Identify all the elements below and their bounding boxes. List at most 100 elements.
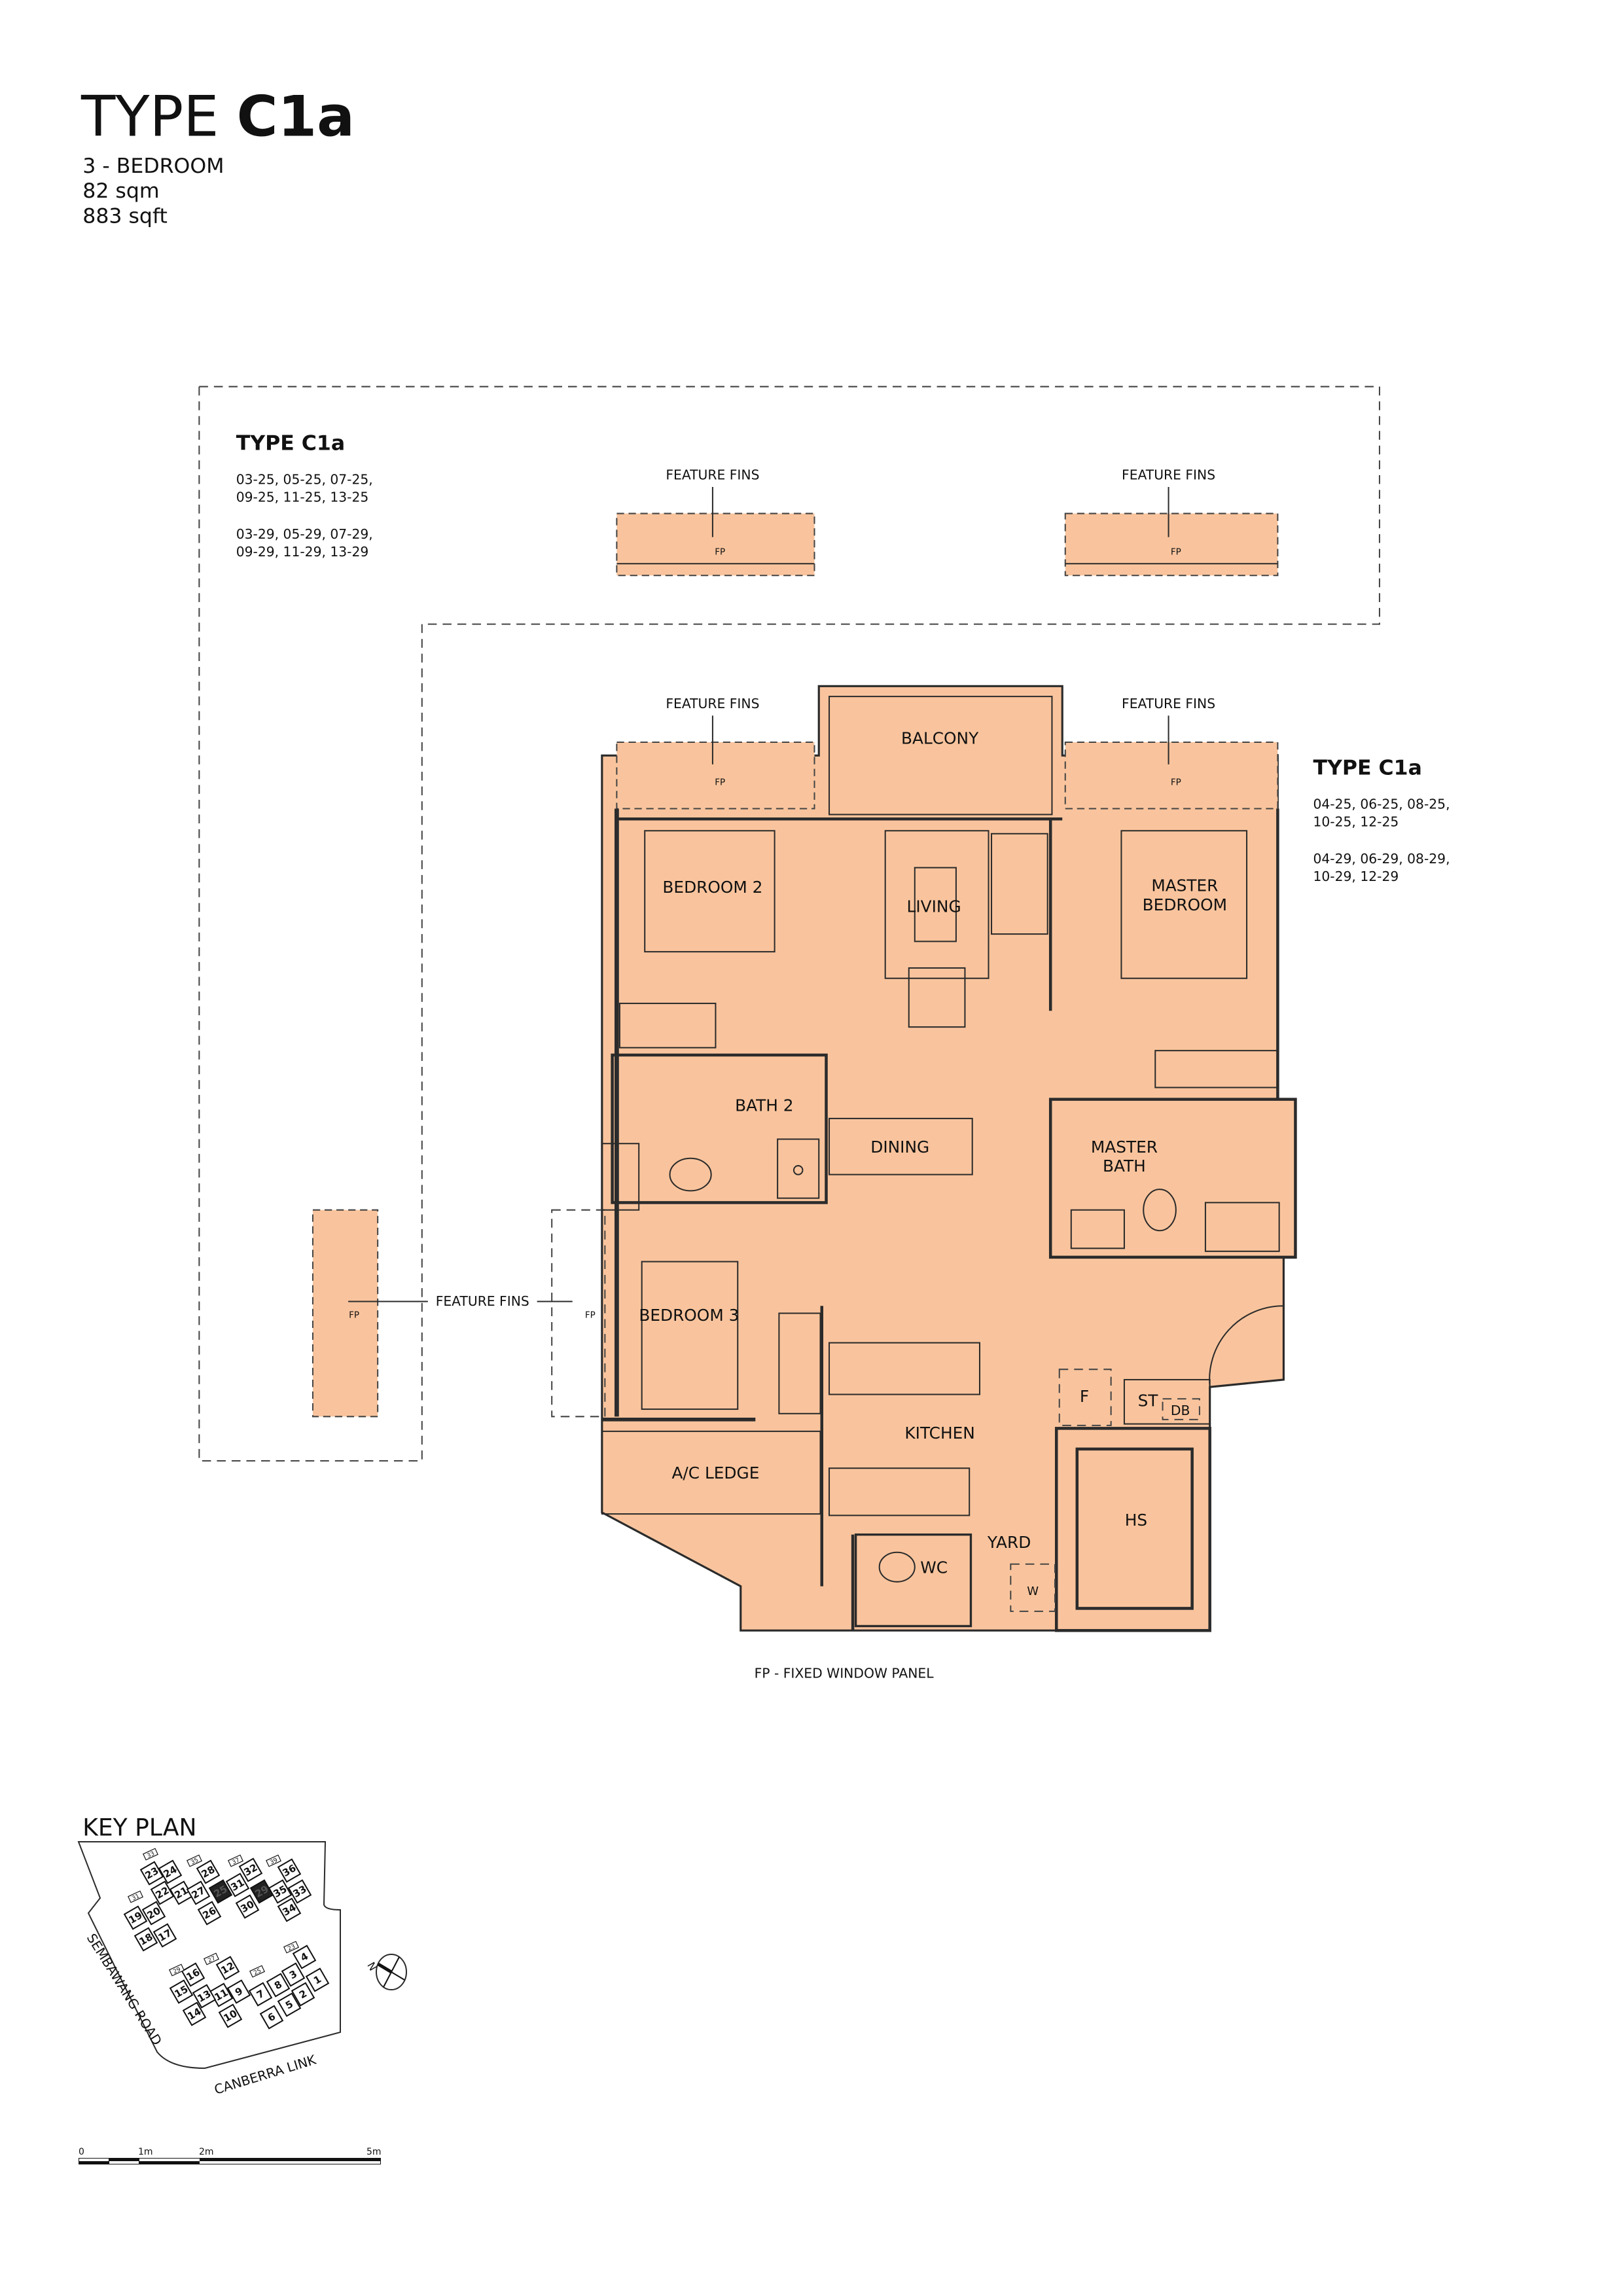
unit-list-right: TYPE C1a 04-25, 06-25, 08-25, 10-25, 12-… bbox=[1313, 757, 1450, 884]
key-plan-block bbox=[150, 1880, 175, 1905]
bedroom-count: 3 - BEDROOM bbox=[82, 154, 224, 178]
key-plan-block-tag-label: 29 bbox=[172, 1966, 182, 1975]
svg-text:09-25, 11-25, 13-25: 09-25, 11-25, 13-25 bbox=[236, 490, 369, 505]
stack-outline bbox=[198, 386, 1380, 1462]
key-plan-block bbox=[268, 1879, 293, 1904]
balcony bbox=[829, 696, 1053, 816]
key-plan-title: KEY PLAN bbox=[82, 1814, 196, 1842]
key-plan-block-tag bbox=[249, 1965, 265, 1978]
key-plan-block-tag bbox=[204, 1952, 219, 1965]
svg-text:BATH 2: BATH 2 bbox=[735, 1096, 793, 1115]
svg-text:TYPE C1a: TYPE C1a bbox=[236, 432, 345, 456]
key-plan-block-tag-label: 31 bbox=[131, 1893, 141, 1902]
key-plan-block-tag-label: 39 bbox=[269, 1857, 279, 1866]
feature-fins-left: FP FP FEATURE FINS bbox=[312, 1209, 606, 1418]
svg-text:FEATURE FINS: FEATURE FINS bbox=[436, 1293, 529, 1309]
svg-text:DINING: DINING bbox=[870, 1138, 929, 1157]
key-plan-block bbox=[259, 2005, 284, 2030]
svg-text:10-25, 12-25: 10-25, 12-25 bbox=[1313, 814, 1399, 830]
key-plan-block bbox=[134, 1927, 158, 1952]
key-plan-block bbox=[238, 1857, 263, 1882]
key-plan-block-tag-label: 25 bbox=[253, 1967, 262, 1977]
svg-text:FP: FP bbox=[715, 777, 725, 787]
key-plan-block-tag bbox=[169, 1964, 185, 1977]
key-plan-block bbox=[235, 1894, 260, 1919]
key-plan-block-tag bbox=[283, 1941, 299, 1954]
key-plan-block bbox=[226, 1979, 251, 2004]
svg-text:MASTER: MASTER bbox=[1091, 1138, 1158, 1157]
key-plan-block bbox=[152, 1923, 177, 1948]
area-sqft: 883 sqft bbox=[82, 204, 168, 228]
road-label-canberra: CANBERRA LINK bbox=[212, 2051, 318, 2097]
key-plan-block bbox=[248, 1982, 273, 2007]
unit-list-left: TYPE C1a 03-25, 05-25, 07-25, 09-25, 11-… bbox=[236, 432, 373, 560]
svg-text:03-29, 05-29, 07-29,: 03-29, 05-29, 07-29, bbox=[236, 526, 373, 542]
key-plan-block bbox=[196, 1859, 221, 1884]
site-boundary bbox=[77, 1841, 341, 2070]
key-plan-block bbox=[281, 1962, 306, 1987]
svg-text:2m: 2m bbox=[199, 2147, 214, 2157]
key-plan-block bbox=[266, 1973, 291, 1998]
key-plan-block bbox=[277, 1897, 302, 1922]
svg-text:N: N bbox=[365, 1960, 379, 1973]
svg-text:F: F bbox=[1080, 1387, 1089, 1406]
svg-text:W: W bbox=[1027, 1585, 1039, 1598]
key-plan-block bbox=[287, 1879, 312, 1904]
key-plan-block bbox=[277, 1858, 302, 1883]
svg-text:04-25, 06-25, 08-25,: 04-25, 06-25, 08-25, bbox=[1313, 796, 1450, 812]
key-plan-block-tag bbox=[128, 1890, 143, 1903]
key-plan-block bbox=[277, 1992, 302, 2017]
key-plan-block bbox=[181, 1962, 205, 1987]
furniture bbox=[601, 830, 1280, 1632]
key-plan-block-tag bbox=[187, 1854, 202, 1867]
key-plan-block bbox=[225, 1873, 250, 1897]
svg-text:LIVING: LIVING bbox=[907, 897, 961, 916]
key-plan-block-tag-label: 35 bbox=[190, 1857, 200, 1866]
svg-text:04-29, 06-29, 08-29,: 04-29, 06-29, 08-29, bbox=[1313, 851, 1450, 867]
svg-text:FP: FP bbox=[1171, 547, 1181, 558]
key-plan-block bbox=[291, 1982, 315, 2007]
svg-text:A/C LEDGE: A/C LEDGE bbox=[671, 1463, 759, 1482]
type-title: TYPE C1a bbox=[80, 84, 355, 149]
svg-text:FEATURE FINS: FEATURE FINS bbox=[666, 696, 759, 711]
svg-text:03-25, 05-25, 07-25,: 03-25, 05-25, 07-25, bbox=[236, 471, 373, 487]
svg-text:BATH: BATH bbox=[1103, 1157, 1146, 1175]
svg-text:1m: 1m bbox=[138, 2147, 153, 2157]
key-plan-block bbox=[218, 2003, 243, 2028]
svg-text:BEDROOM: BEDROOM bbox=[1143, 895, 1227, 914]
svg-text:TYPE C1a: TYPE C1a bbox=[1313, 757, 1422, 780]
svg-text:HS: HS bbox=[1125, 1511, 1147, 1530]
key-plan-block bbox=[123, 1905, 148, 1930]
svg-text:BEDROOM 2: BEDROOM 2 bbox=[662, 878, 762, 897]
key-plan-block bbox=[139, 1861, 164, 1886]
svg-text:FP: FP bbox=[585, 1310, 596, 1320]
key-plan-block-tag bbox=[266, 1854, 281, 1867]
svg-text:09-29, 11-29, 13-29: 09-29, 11-29, 13-29 bbox=[236, 544, 369, 560]
room-labels: BALCONY BEDROOM 2 LIVING MASTER BEDROOM … bbox=[639, 728, 1227, 1598]
key-plan-block-tag-label: 27 bbox=[207, 1955, 217, 1964]
area-sqm: 82 sqm bbox=[82, 179, 159, 203]
key-plan-block bbox=[292, 1945, 317, 1969]
svg-text:10-29, 12-29: 10-29, 12-29 bbox=[1313, 869, 1399, 884]
svg-text:BALCONY: BALCONY bbox=[901, 728, 979, 747]
key-plan-block bbox=[208, 1879, 233, 1904]
key-plan-block bbox=[182, 2001, 207, 2026]
svg-text:FP: FP bbox=[349, 1310, 359, 1320]
key-plan-block bbox=[141, 1901, 166, 1926]
svg-text:WC: WC bbox=[920, 1558, 948, 1577]
svg-text:5m: 5m bbox=[366, 2147, 382, 2157]
key-plan-block bbox=[158, 1859, 183, 1884]
key-plan-block-tag-label: 33 bbox=[146, 1850, 156, 1859]
svg-text:DB: DB bbox=[1171, 1403, 1190, 1418]
key-plan-block bbox=[197, 1901, 222, 1926]
svg-text:KITCHEN: KITCHEN bbox=[904, 1424, 974, 1443]
key-plan-block bbox=[192, 1984, 217, 2009]
svg-text:BEDROOM 3: BEDROOM 3 bbox=[639, 1306, 739, 1325]
svg-text:FEATURE FINS: FEATURE FINS bbox=[666, 467, 759, 483]
key-plan-block-tag bbox=[143, 1848, 158, 1861]
scale-bar: 0 1m 2m 5m bbox=[79, 2147, 382, 2164]
